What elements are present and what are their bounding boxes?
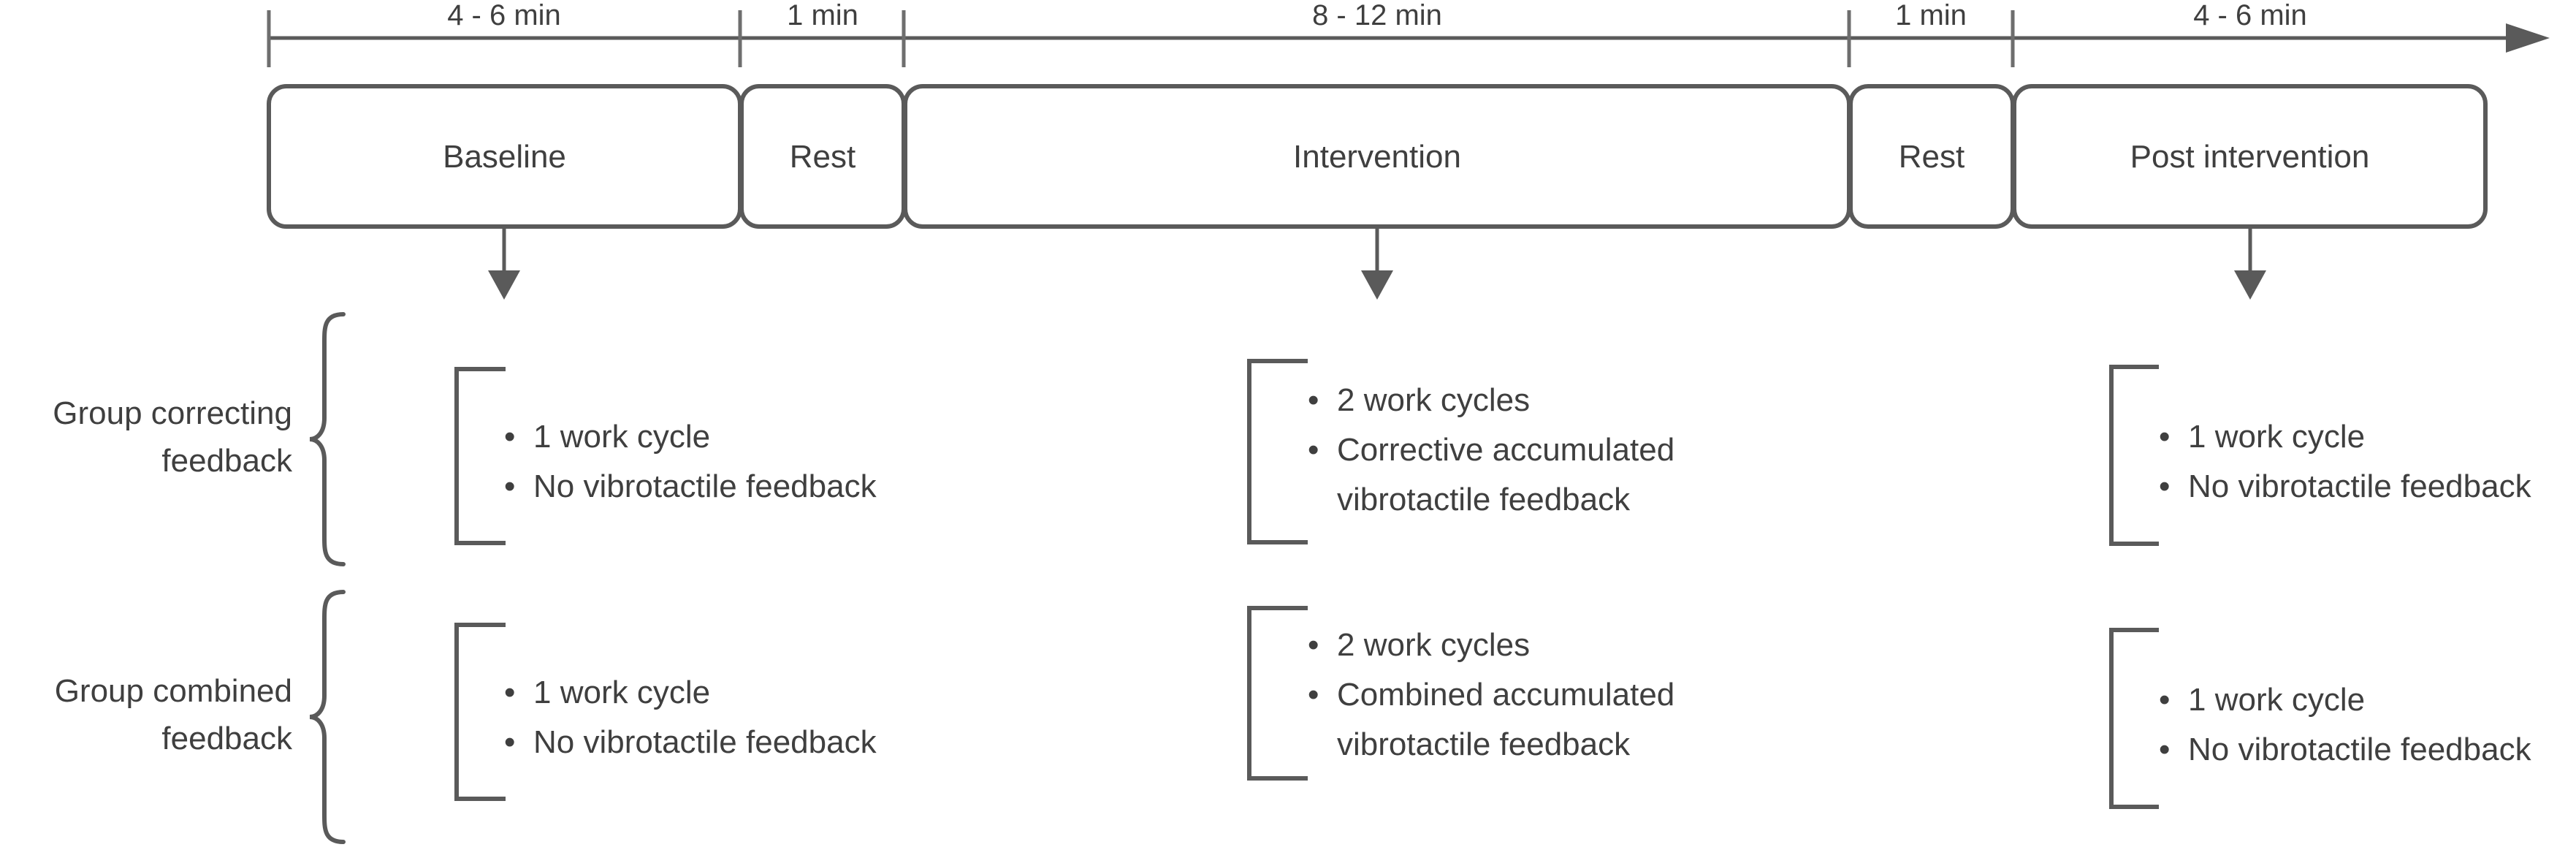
bullet-dot: • <box>1308 432 1319 468</box>
arrow-down-baseline <box>488 227 520 300</box>
bullet-text: No vibrotactile feedback <box>533 468 877 504</box>
bullet-text: 1 work cycle <box>533 675 710 710</box>
bullet-text: 2 work cycles <box>1337 627 1530 663</box>
bullet-text: 1 work cycle <box>533 419 710 455</box>
bullet-text: 1 work cycle <box>2188 682 2365 718</box>
group-brace-correcting <box>309 312 346 566</box>
bullet-text: vibrotactile feedback <box>1337 482 1631 517</box>
arrow-down-intervention <box>1361 227 1393 300</box>
arrow-down-post-intervention-head <box>2234 270 2266 300</box>
duration-label-baseline: 4 - 6 min <box>447 0 561 31</box>
bullet-dot: • <box>2159 419 2170 455</box>
bullet-dot: • <box>504 675 515 710</box>
group-label-correcting-line2: feedback <box>161 443 293 479</box>
right-arrow-icon <box>2506 23 2550 53</box>
phase-label-intervention: Intervention <box>1293 139 1461 175</box>
bullet-text: 2 work cycles <box>1337 382 1530 418</box>
bullet-text: No vibrotactile feedback <box>2188 468 2532 504</box>
group-row-correcting-feedback: Group correcting feedback • 1 work cycle… <box>53 312 2532 566</box>
bullet-text: Corrective accumulated <box>1337 432 1674 468</box>
cell-combined-post-intervention: • 1 work cycle • No vibrotactile feedbac… <box>2109 628 2532 809</box>
timeline-duration-labels: 4 - 6 min 1 min 8 - 12 min 1 min 4 - 6 m… <box>447 0 2307 31</box>
bullet-text: vibrotactile feedback <box>1337 726 1631 762</box>
arrow-down-baseline-head <box>488 270 520 300</box>
duration-label-intervention: 8 - 12 min <box>1312 0 1442 31</box>
phase-down-arrows <box>488 227 2266 300</box>
arrow-down-intervention-head <box>1361 270 1393 300</box>
cell-bracket-correcting-post <box>2109 365 2159 546</box>
phase-label-baseline: Baseline <box>443 139 566 175</box>
bullet-text: No vibrotactile feedback <box>2188 732 2532 767</box>
cell-bracket-correcting-intervention <box>1247 359 1308 544</box>
bullet-text: No vibrotactile feedback <box>533 724 877 760</box>
bullet-dot: • <box>504 419 515 455</box>
phase-boxes: Baseline Rest Intervention Rest Post int… <box>267 84 2488 229</box>
bullet-text: Combined accumulated <box>1337 677 1674 713</box>
phase-label-rest-1: Rest <box>790 139 856 175</box>
group-label-combined-line2: feedback <box>161 721 293 756</box>
duration-label-post-intervention: 4 - 6 min <box>2193 0 2307 31</box>
bullet-text: 1 work cycle <box>2188 419 2365 455</box>
phase-label-post-intervention: Post intervention <box>2130 139 2370 175</box>
bullet-dot: • <box>1308 677 1319 713</box>
bullet-dot: • <box>2159 732 2170 767</box>
cell-correcting-intervention: • 2 work cycles • Corrective accumulated… <box>1247 359 1674 544</box>
cell-bracket-combined-intervention <box>1247 606 1308 781</box>
bullet-dot: • <box>504 468 515 504</box>
bullet-dot: • <box>2159 468 2170 504</box>
phase-label-rest-2: Rest <box>1899 139 1965 175</box>
cell-bracket-correcting-baseline <box>454 367 506 545</box>
cell-correcting-baseline: • 1 work cycle • No vibrotactile feedbac… <box>454 367 877 545</box>
duration-label-rest-1: 1 min <box>787 0 858 31</box>
group-row-combined-feedback: Group combined feedback • 1 work cycle •… <box>55 590 2532 844</box>
group-label-correcting-line1: Group correcting <box>53 395 292 431</box>
bullet-dot: • <box>504 724 515 760</box>
cell-bracket-combined-post <box>2109 628 2159 809</box>
timeline-axis <box>267 10 2550 67</box>
duration-label-rest-2: 1 min <box>1895 0 1967 31</box>
group-brace-combined <box>309 590 346 844</box>
cell-correcting-post-intervention: • 1 work cycle • No vibrotactile feedbac… <box>2109 365 2532 546</box>
arrow-down-post-intervention <box>2234 227 2266 300</box>
bullet-dot: • <box>1308 627 1319 663</box>
bullet-dot: • <box>2159 682 2170 718</box>
bullet-dot: • <box>1308 382 1319 418</box>
cell-combined-intervention: • 2 work cycles • Combined accumulated v… <box>1247 606 1674 781</box>
cell-combined-baseline: • 1 work cycle • No vibrotactile feedbac… <box>454 623 877 801</box>
group-label-combined-line1: Group combined <box>55 673 292 709</box>
cell-bracket-combined-baseline <box>454 623 506 801</box>
